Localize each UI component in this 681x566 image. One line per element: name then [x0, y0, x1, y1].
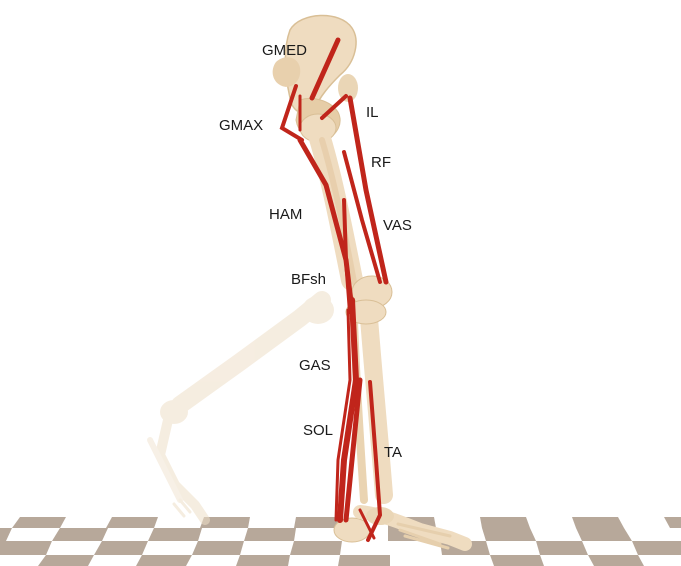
ghost-leg [150, 296, 334, 520]
rf-label: RF [371, 155, 391, 170]
il-label: IL [366, 105, 379, 120]
ham-label: HAM [269, 207, 302, 222]
foot-bones [334, 507, 465, 548]
sol-label: SOL [303, 423, 333, 438]
ta-label: TA [384, 445, 402, 460]
gas-label: GAS [299, 358, 331, 373]
gmed-label: GMED [262, 43, 307, 58]
vas-label: VAS [383, 218, 412, 233]
bfsh-label: BFsh [291, 272, 326, 287]
gmax-label: GMAX [219, 118, 263, 133]
